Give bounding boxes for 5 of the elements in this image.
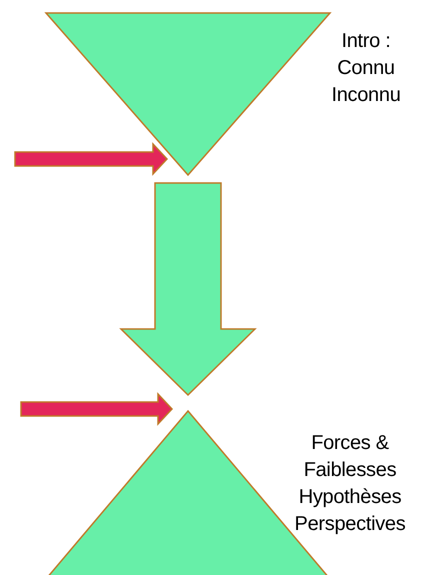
block-arrow — [20, 392, 174, 426]
block-arrow — [14, 142, 168, 176]
block-arrow — [119, 182, 257, 396]
side-note: Forces & Faiblesses Hypothèses Perspectives — [294, 431, 406, 537]
side-note: Intro : Connu Inconnu — [330, 29, 402, 108]
